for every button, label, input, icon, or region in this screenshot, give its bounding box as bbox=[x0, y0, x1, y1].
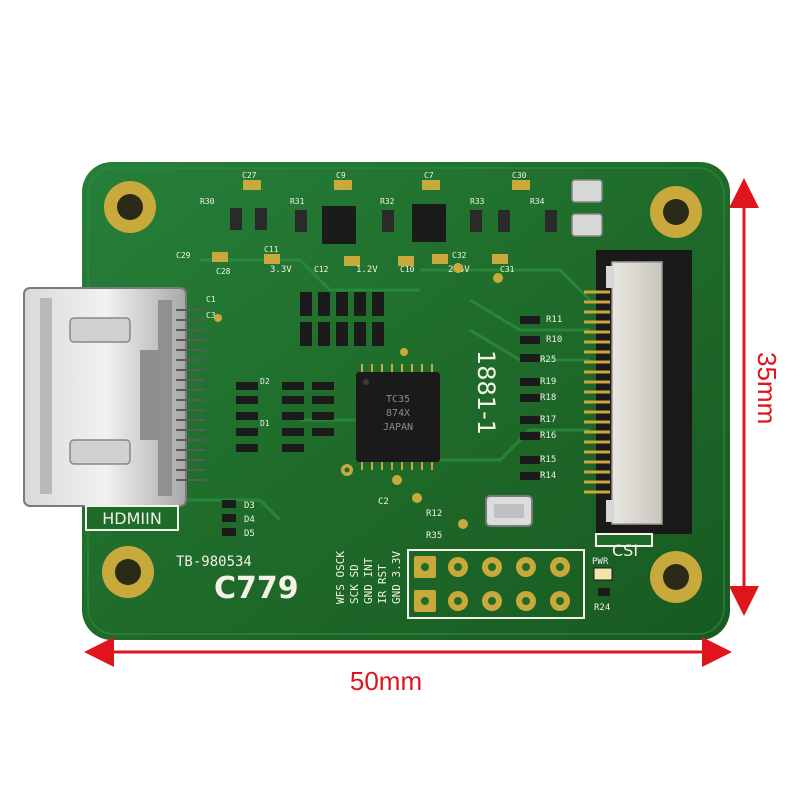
label-c11: C11 bbox=[264, 245, 279, 254]
label-r15: R15 bbox=[540, 455, 556, 465]
resistor-arrays bbox=[236, 292, 384, 452]
label-r25: R25 bbox=[540, 355, 556, 365]
label-c2: C2 bbox=[378, 497, 389, 507]
label-c27: C27 bbox=[242, 171, 257, 180]
rail-label-3v3: 3.3V bbox=[270, 265, 292, 275]
test-points bbox=[214, 263, 503, 529]
width-dimension: 50mm bbox=[84, 637, 732, 696]
pwr-label: PWR bbox=[592, 557, 609, 567]
rail-label-1v2: 1.2V bbox=[356, 265, 378, 275]
label-c10: C10 bbox=[400, 265, 415, 274]
header-pin-label-2: SCK SD bbox=[348, 564, 361, 604]
left-component-labels: C1 C3 D2 D1 D3 D4 D5 bbox=[206, 295, 270, 539]
label-d3: D3 bbox=[244, 501, 255, 511]
label-d1: D1 bbox=[260, 419, 270, 428]
chip-mark: 1881-1 bbox=[472, 350, 500, 435]
label-r31: R31 bbox=[290, 197, 305, 206]
label-d2: D2 bbox=[260, 377, 270, 386]
crystal-oscillator bbox=[485, 495, 533, 527]
label-r12: R12 bbox=[426, 509, 442, 519]
label-c29: C29 bbox=[176, 251, 191, 260]
label-r19: R19 bbox=[540, 377, 556, 387]
top-capacitors bbox=[212, 180, 530, 266]
header-pin-label-1: WFS OSCK bbox=[334, 551, 347, 604]
height-dimension: 35mm bbox=[729, 178, 782, 616]
header-pin-label-3: GND INT bbox=[362, 557, 375, 604]
regulator-1 bbox=[322, 206, 356, 244]
ic-marking-line-1: TC35 bbox=[386, 394, 410, 405]
mounting-hole-bottom-right bbox=[650, 551, 702, 603]
label-c31: C31 bbox=[500, 265, 515, 274]
main-ic-chip: TC35 874X JAPAN bbox=[356, 364, 440, 470]
label-r33: R33 bbox=[470, 197, 485, 206]
label-c9: C9 bbox=[336, 171, 346, 180]
label-c28: C28 bbox=[216, 267, 231, 276]
label-r16: R16 bbox=[540, 431, 556, 441]
label-r24: R24 bbox=[594, 603, 610, 613]
hdmi-in-label: HDMIIN bbox=[102, 509, 162, 528]
gpio-header: WFS OSCK SCK SD GND INT IR RST GND 3.3V bbox=[334, 549, 585, 619]
ic-marking-line-3: JAPAN bbox=[383, 422, 413, 433]
regulator-2 bbox=[412, 204, 446, 242]
label-c7: C7 bbox=[424, 171, 434, 180]
hdmi-connector bbox=[23, 287, 205, 507]
mounting-holes bbox=[102, 181, 702, 603]
board-id-label: TB-980534 bbox=[176, 554, 252, 570]
ic-marking-line-2: 874X bbox=[386, 408, 410, 419]
bottom-component-labels: R12 R35 R24 C2 bbox=[378, 497, 610, 613]
csi-label: CSI bbox=[612, 541, 638, 560]
label-r30: R30 bbox=[200, 197, 215, 206]
label-d4: D4 bbox=[244, 515, 255, 525]
label-r34: R34 bbox=[530, 197, 545, 206]
right-component-labels: R11 R10 R25 R19 R18 R17 R16 R15 R14 bbox=[540, 315, 562, 481]
height-label: 35mm bbox=[752, 352, 782, 424]
label-r35: R35 bbox=[426, 531, 442, 541]
large-capacitors bbox=[571, 179, 603, 237]
label-d5: D5 bbox=[244, 529, 255, 539]
header-pin-label-4: IR RST bbox=[376, 564, 389, 604]
header-pin-labels: WFS OSCK SCK SD GND INT IR RST GND 3.3V bbox=[334, 551, 403, 604]
width-label: 50mm bbox=[350, 666, 422, 696]
right-resistors bbox=[520, 316, 540, 480]
hdmi-label-box: HDMIIN bbox=[85, 505, 179, 531]
label-r32: R32 bbox=[380, 197, 395, 206]
diodes bbox=[222, 500, 236, 536]
label-c1: C1 bbox=[206, 295, 216, 304]
label-c32: C32 bbox=[452, 251, 467, 260]
label-r11: R11 bbox=[546, 315, 562, 325]
power-led: PWR bbox=[592, 557, 613, 596]
model-label: C779 bbox=[214, 571, 299, 606]
label-r18: R18 bbox=[540, 393, 556, 403]
chip-mark-text: 1881-1 bbox=[472, 350, 500, 435]
mounting-hole-top-left bbox=[104, 181, 156, 233]
header-pin-label-5: GND 3.3V bbox=[390, 551, 403, 604]
label-c30: C30 bbox=[512, 171, 527, 180]
csi-connector bbox=[584, 250, 692, 547]
label-c3: C3 bbox=[206, 311, 216, 320]
voltage-regulators bbox=[230, 204, 557, 244]
label-r14: R14 bbox=[540, 471, 556, 481]
label-c12: C12 bbox=[314, 265, 329, 274]
mounting-hole-top-right bbox=[650, 186, 702, 238]
label-r10: R10 bbox=[546, 335, 562, 345]
mounting-hole-bottom-left bbox=[102, 546, 154, 598]
label-r17: R17 bbox=[540, 415, 556, 425]
